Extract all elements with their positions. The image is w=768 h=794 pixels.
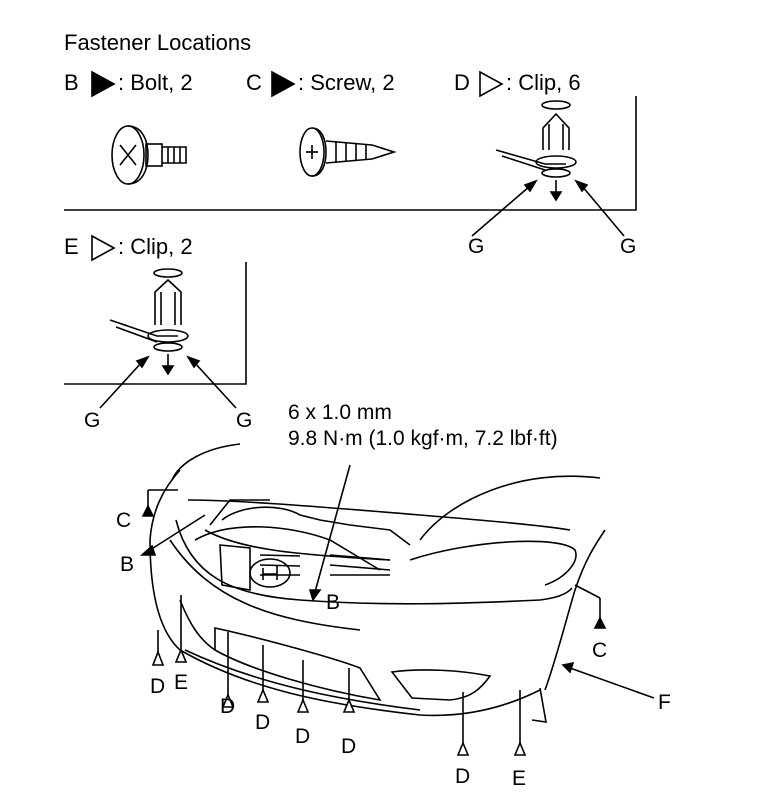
screw-icon <box>299 127 397 177</box>
callout-d-6: D <box>455 765 471 788</box>
callout-f: F <box>658 691 671 714</box>
callout-b-center: B <box>326 591 341 614</box>
filled-arrow-c-icon <box>271 70 296 98</box>
callout-e-1: E <box>174 671 189 694</box>
callout-g-3: G <box>84 409 101 432</box>
legend-letter-b: B <box>64 70 79 95</box>
legend-clip-d: : Clip, 6 <box>506 70 581 95</box>
open-arrow-d-icon <box>479 70 504 98</box>
callout-g-2: G <box>620 235 637 258</box>
callout-c-left: C <box>116 509 132 532</box>
callout-b-left: B <box>120 553 135 576</box>
callout-d-4: D <box>295 725 311 748</box>
legend-letter-c: C <box>246 70 262 95</box>
open-arrow-e-icon <box>91 234 116 262</box>
callout-d-1: D <box>150 675 166 698</box>
detail-frame-top <box>64 96 637 211</box>
detail-frame-clip-e <box>64 262 247 385</box>
legend-screw: : Screw, 2 <box>298 70 395 95</box>
legend-letter-d: D <box>454 70 470 95</box>
callout-g-1: G <box>468 235 485 258</box>
filled-arrow-b-icon <box>91 70 116 98</box>
torque-value: 9.8 N·m (1.0 kgf·m, 7.2 lbf·ft) <box>288 427 558 450</box>
callout-e-2: E <box>512 767 527 790</box>
callout-d-5: D <box>341 735 357 758</box>
bumper-fastener-arrows <box>139 464 655 756</box>
legend-clip-e: : Clip, 2 <box>118 234 193 259</box>
bolt-icon <box>111 125 187 185</box>
callout-d-2: D <box>220 695 236 718</box>
legend-letter-e: E <box>64 234 79 259</box>
callout-g-4: G <box>236 409 253 432</box>
page-title: Fastener Locations <box>64 30 252 55</box>
clip-d-icon <box>471 100 625 237</box>
callout-c-right: C <box>592 639 608 662</box>
front-bumper-drawing <box>149 443 606 723</box>
clip-e-icon <box>99 268 237 409</box>
callout-d-3: D <box>255 711 271 734</box>
legend-bolt: : Bolt, 2 <box>118 70 193 95</box>
torque-size: 6 x 1.0 mm <box>288 401 392 424</box>
